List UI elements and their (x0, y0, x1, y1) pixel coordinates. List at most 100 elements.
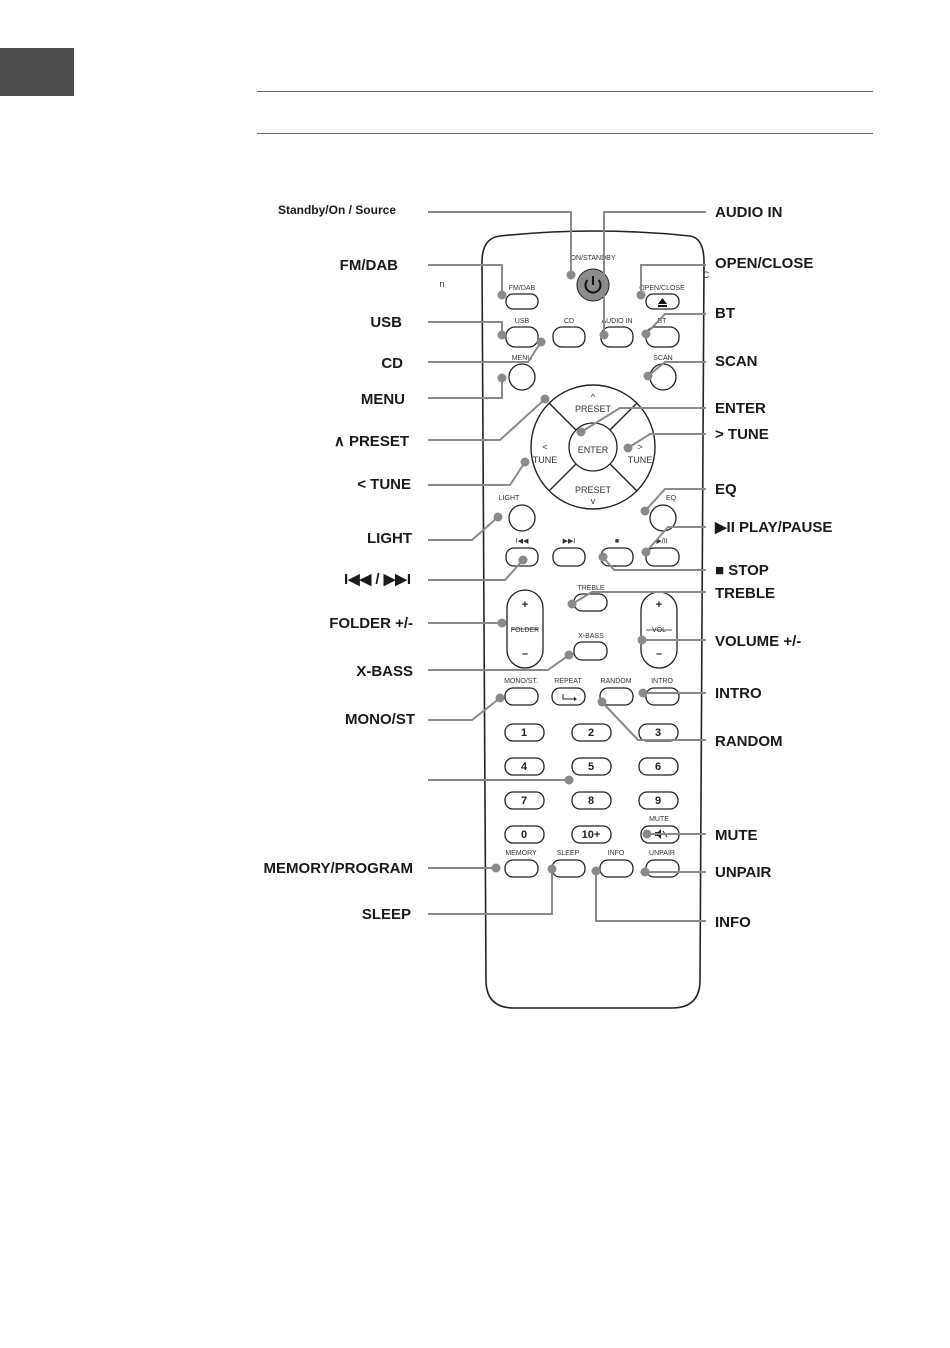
leader-lines-left (428, 211, 576, 915)
random-label: RANDOM (600, 678, 631, 685)
unpair-button[interactable] (645, 859, 680, 878)
memory-button[interactable] (504, 859, 539, 878)
preset-up-chevron: ^ (591, 392, 596, 402)
standby-label: ON/STANDBY (571, 255, 616, 262)
random-button[interactable] (599, 687, 634, 706)
number-pad: 1 2 3 4 5 6 7 8 9 0 10+ (504, 723, 679, 844)
callout-stop: ■ STOP (715, 562, 769, 579)
callout-mute: MUTE (715, 827, 758, 844)
callout-usb: USB (370, 314, 402, 331)
folder-label: FOLDER (511, 627, 539, 634)
navigation-pad (530, 384, 656, 510)
next-button[interactable] (552, 547, 586, 567)
callout-tune: < TUNE (357, 476, 411, 493)
digit-1: 1 (521, 727, 527, 739)
digit-6: 6 (655, 761, 661, 773)
eq-button[interactable] (649, 504, 677, 532)
digit-2-button[interactable] (571, 723, 612, 742)
digit-8: 8 (588, 795, 594, 807)
digit-1-button[interactable] (504, 723, 545, 742)
info-label: INFO (608, 850, 625, 857)
digit-10plus-button[interactable] (571, 825, 612, 844)
xbass-label: X-BASS (578, 633, 604, 640)
digit-7-button[interactable] (504, 791, 545, 810)
digit-7: 7 (521, 795, 527, 807)
intro-button[interactable] (645, 687, 680, 706)
callout-folder: FOLDER +/- (329, 615, 413, 632)
digit-5: 5 (588, 761, 594, 773)
mono-label: MONO/ST. (504, 678, 538, 685)
callout-skip: I◀◀ / ▶▶I (344, 571, 411, 588)
usb-label: USB (515, 318, 530, 325)
callout-intro: INTRO (715, 685, 762, 702)
callout-enter: ENTER (715, 400, 766, 417)
side-glyph-left: n (439, 279, 444, 289)
light-button[interactable] (508, 504, 536, 532)
light-label: LIGHT (499, 495, 520, 502)
scan-button[interactable] (649, 363, 677, 391)
sleep-button[interactable] (551, 859, 586, 878)
callout-volume: VOLUME +/- (715, 633, 801, 650)
next-label: ▶▶I (563, 538, 576, 545)
callout-audio-in: AUDIO IN (715, 204, 783, 221)
repeat-label: REPEAT (554, 678, 582, 685)
repeat-icon (562, 694, 574, 700)
callout-tune-right: > TUNE (715, 426, 769, 443)
callout-standby: Standby/On / Source (278, 203, 396, 217)
callout-fmdab: FM/DAB (340, 257, 398, 274)
usb-button[interactable] (505, 326, 539, 348)
folder-plus: + (522, 599, 528, 611)
callout-xbass: X-BASS (356, 663, 413, 680)
play-pause-button[interactable] (645, 547, 680, 567)
eq-label: EQ (666, 495, 677, 502)
digit-9-button[interactable] (638, 791, 679, 810)
tune-left-chevron: < (542, 442, 547, 452)
digit-6-button[interactable] (638, 757, 679, 776)
mute-label: MUTE (649, 816, 669, 823)
treble-label: TREBLE (577, 585, 605, 592)
preset-up-label: PRESET (575, 404, 612, 414)
callout-treble: TREBLE (715, 585, 775, 602)
repeat-button[interactable] (551, 687, 586, 706)
callout-preset: ∧ PRESET (334, 433, 409, 450)
digit-8-button[interactable] (571, 791, 612, 810)
digit-4: 4 (521, 761, 528, 773)
callout-light: LIGHT (367, 530, 412, 547)
header-rule-bottom (257, 133, 873, 134)
header-rule-top (257, 91, 873, 92)
callout-bt: BT (715, 305, 735, 322)
digit-3: 3 (655, 727, 661, 739)
stop-label: ■ (615, 538, 619, 545)
callout-scan: SCAN (715, 353, 758, 370)
callout-memory: MEMORY/PROGRAM (264, 860, 413, 877)
mono-button[interactable] (504, 687, 539, 706)
fmdab-button[interactable] (505, 293, 539, 310)
xbass-button[interactable] (573, 641, 608, 661)
callout-open-close: OPEN/CLOSE (715, 255, 813, 272)
callout-sleep: SLEEP (362, 906, 411, 923)
treble-button[interactable] (573, 593, 608, 612)
digit-0-button[interactable] (504, 825, 545, 844)
bt-label: BT (658, 318, 668, 325)
eject-icon (658, 298, 667, 307)
digit-5-button[interactable] (571, 757, 612, 776)
intro-label: INTRO (651, 678, 673, 685)
volume-minus: – (656, 648, 662, 660)
menu-button[interactable] (508, 363, 536, 391)
callout-menu: MENU (361, 391, 405, 408)
callout-eq: EQ (715, 481, 737, 498)
tune-right-chevron: > (637, 442, 642, 452)
enter-label: ENTER (578, 445, 609, 455)
cd-button[interactable] (552, 326, 586, 348)
callout-random: RANDOM (715, 733, 783, 750)
callout-info: INFO (715, 914, 751, 931)
info-button[interactable] (599, 859, 634, 878)
memory-label: MEMORY (505, 850, 537, 857)
menu-label: MENU (512, 355, 533, 362)
digit-10plus: 10+ (582, 829, 601, 841)
digit-0: 0 (521, 829, 527, 841)
power-icon (584, 276, 602, 294)
unpair-label: UNPAIR (649, 850, 675, 857)
digit-4-button[interactable] (504, 757, 545, 776)
